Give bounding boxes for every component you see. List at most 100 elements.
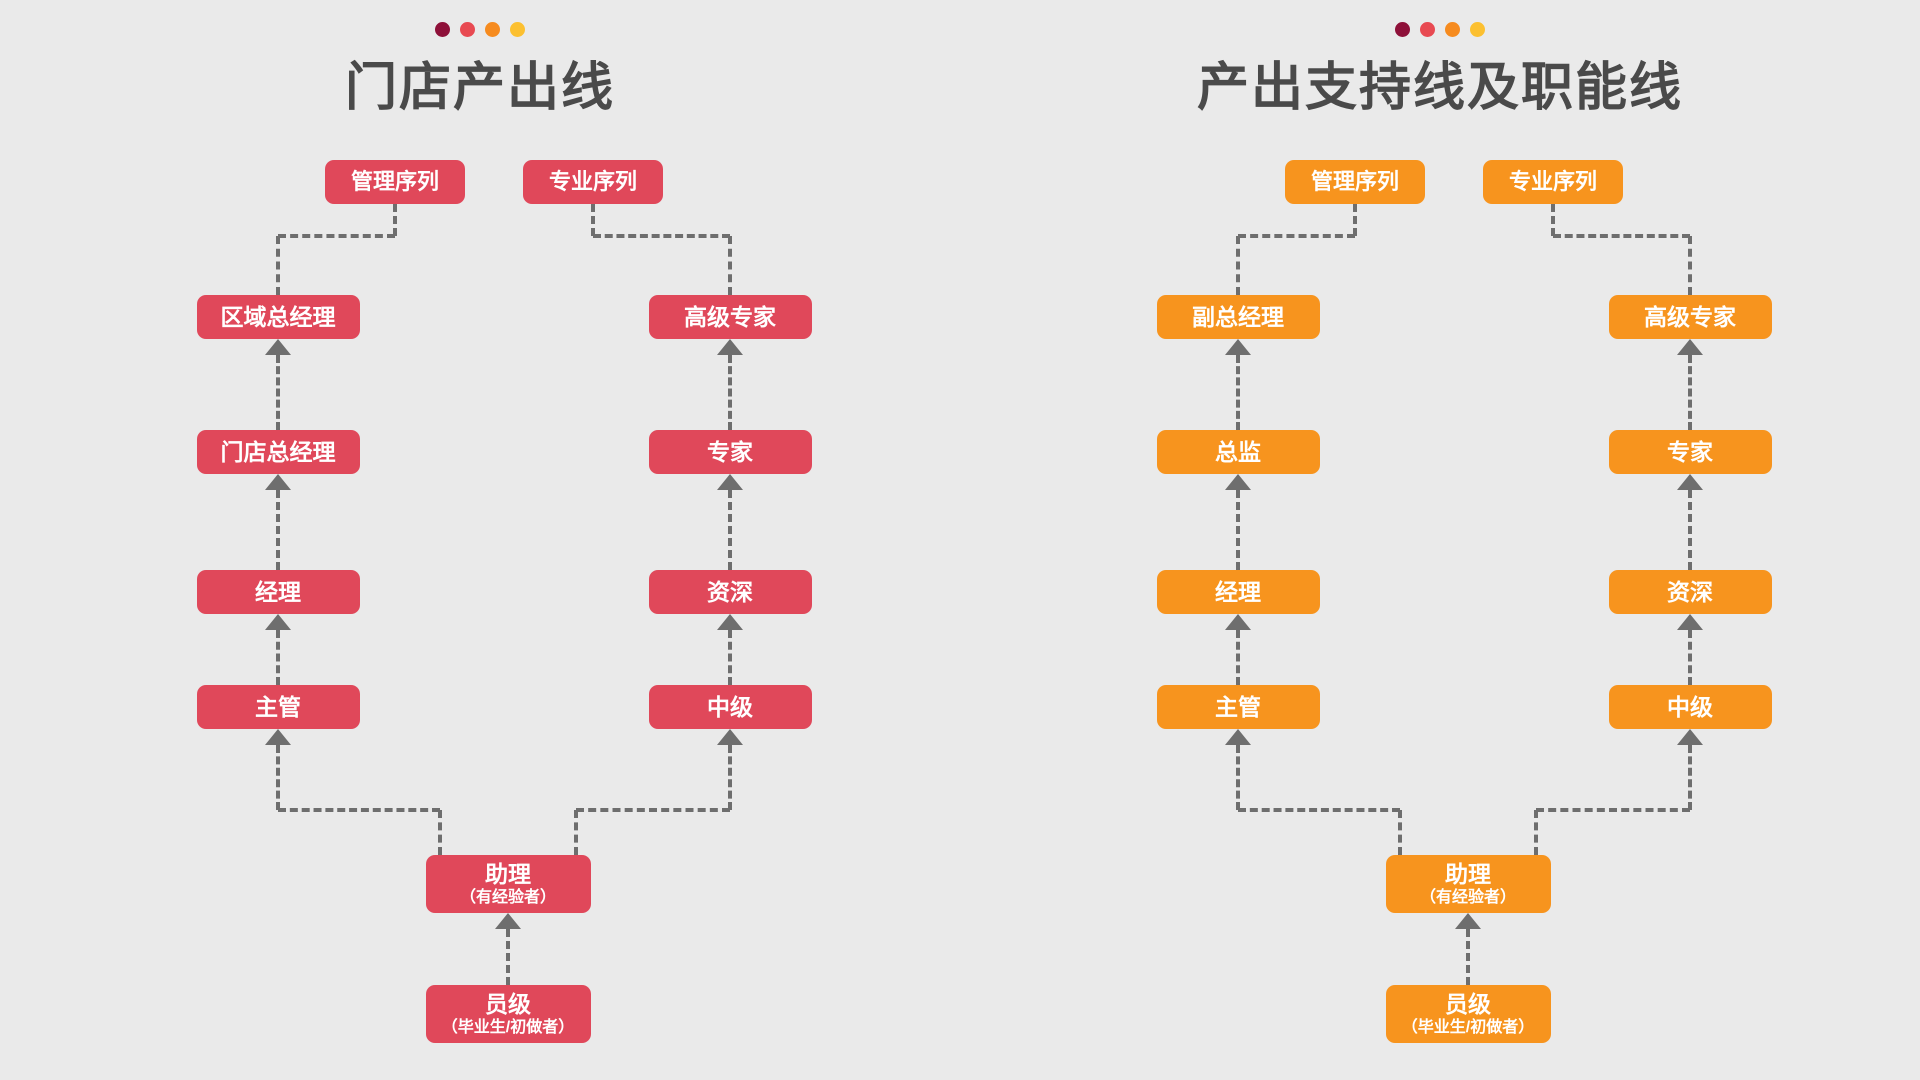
connector-professional-bottom-elbow [576, 808, 730, 812]
node-label: 资深 [1667, 578, 1713, 605]
header-box-professional-sequence[interactable]: 专业序列 [1483, 160, 1623, 204]
node-staff[interactable]: 员级（毕业生/初做者） [1385, 985, 1551, 1043]
connector-professional-1 [1688, 490, 1692, 570]
panel-title: 门店产出线 [344, 59, 615, 117]
node-management-level-4[interactable]: 区域总经理 [196, 295, 360, 339]
connector-management-2 [276, 630, 280, 685]
decorative-dot-4-icon [510, 22, 525, 37]
connector-arrowhead-professional-1 [717, 474, 743, 490]
node-label: 资深 [707, 578, 753, 605]
connector-professional-0 [728, 355, 732, 430]
header-box-professional-sequence[interactable]: 专业序列 [523, 160, 663, 204]
connector-staff-to-assistant [1466, 929, 1470, 985]
connector-management-bottom-elbow [1238, 808, 1400, 812]
connector-arrowhead-professional-2 [1677, 614, 1703, 630]
decorative-dot-2-icon [1420, 22, 1435, 37]
connector-arrowhead-management-bottom [265, 729, 291, 745]
node-professional-level-1[interactable]: 中级 [648, 685, 812, 729]
connector-arrowhead-professional-0 [717, 339, 743, 355]
connector-professional-2 [728, 630, 732, 685]
decorative-dot-3-icon [1445, 22, 1460, 37]
connector-management-header-drop [276, 236, 280, 295]
node-label: 专业序列 [548, 169, 637, 195]
node-label: 经理 [1215, 578, 1261, 605]
node-professional-level-4[interactable]: 高级专家 [1608, 295, 1772, 339]
decorative-dot-4-icon [1470, 22, 1485, 37]
node-assistant[interactable]: 助理（有经验者） [1385, 855, 1551, 913]
node-management-level-4[interactable]: 副总经理 [1156, 295, 1320, 339]
connector-arrowhead-professional-bottom [1677, 729, 1703, 745]
node-label: 主管 [1215, 693, 1261, 720]
connector-management-bottom-stem [276, 745, 280, 810]
connector-management-1 [1236, 490, 1240, 570]
node-label: 高级专家 [1644, 303, 1736, 330]
connector-management-bottom-drop [1398, 810, 1402, 855]
node-label: 专家 [707, 438, 753, 465]
connector-arrowhead-management-0 [1225, 339, 1251, 355]
header-box-management-sequence[interactable]: 管理序列 [325, 160, 465, 204]
node-assistant[interactable]: 助理 （有经验者） [425, 855, 591, 913]
connector-professional-1 [728, 490, 732, 570]
node-label: 中级 [1667, 693, 1713, 720]
connector-arrowhead-management-bottom [1225, 729, 1251, 745]
connector-arrowhead-management-2 [1225, 614, 1251, 630]
connector-management-bottom-drop [438, 810, 442, 855]
node-label: 管理序列 [1310, 169, 1399, 195]
node-management-level-3[interactable]: 门店总经理 [196, 430, 360, 474]
connector-professional-bottom-stem [728, 745, 732, 810]
connector-professional-2 [1688, 630, 1692, 685]
node-management-level-3[interactable]: 总监 [1156, 430, 1320, 474]
decorative-dot-1-icon [435, 22, 450, 37]
connector-arrowhead-professional-bottom [717, 729, 743, 745]
connector-professional-bottom-drop [1534, 810, 1538, 855]
decorative-dot-row [960, 22, 1920, 37]
connector-management-header-elbow [278, 234, 395, 238]
node-label: 管理序列 [350, 169, 439, 195]
decorative-dot-row [0, 22, 960, 37]
panel-title: 产出支持线及职能线 [1196, 59, 1683, 117]
node-label: 助理 [1445, 860, 1491, 887]
node-staff[interactable]: 员级（毕业生/初做者） [425, 985, 591, 1043]
node-management-level-2[interactable]: 经理 [196, 570, 360, 614]
connector-professional-bottom-stem [1688, 745, 1692, 810]
node-label: 中级 [707, 693, 753, 720]
node-management-level-1[interactable]: 主管 [196, 685, 360, 729]
connector-professional-header-elbow [1553, 234, 1690, 238]
connector-management-header-stem [1353, 204, 1357, 236]
node-professional-level-2[interactable]: 资深 [648, 570, 812, 614]
node-label: 专业序列 [1508, 169, 1597, 195]
connector-professional-header-stem [591, 204, 595, 236]
node-management-level-2[interactable]: 经理 [1156, 570, 1320, 614]
connector-management-header-elbow [1238, 234, 1355, 238]
node-sublabel: （有经验者） [459, 889, 556, 907]
connector-management-header-drop [1236, 236, 1240, 295]
career-ladder-panel-store-output: 门店产出线管理序列 专业序列区域总经理门店总经理经理主管 高级专家专家资深中级助理 （… [0, 22, 960, 1043]
connector-management-header-stem [393, 204, 397, 236]
node-professional-level-3[interactable]: 专家 [1608, 430, 1772, 474]
connector-management-0 [276, 355, 280, 430]
header-box-management-sequence[interactable]: 管理序列 [1285, 160, 1425, 204]
connector-professional-bottom-drop [574, 810, 578, 855]
node-label: 区域总经理 [220, 303, 336, 330]
connector-arrowhead-management-2 [265, 614, 291, 630]
node-professional-level-1[interactable]: 中级 [1608, 685, 1772, 729]
node-label: 员级 [485, 990, 531, 1017]
connector-arrowhead-staff-to-assistant [1455, 913, 1481, 929]
connector-professional-header-drop [1688, 236, 1692, 295]
connector-management-0 [1236, 355, 1240, 430]
node-professional-level-4[interactable]: 高级专家 [648, 295, 812, 339]
node-label: 门店总经理 [220, 438, 336, 465]
connector-arrowhead-professional-2 [717, 614, 743, 630]
node-professional-level-3[interactable]: 专家 [648, 430, 812, 474]
connector-arrowhead-staff-to-assistant [495, 913, 521, 929]
connector-management-bottom-elbow [278, 808, 440, 812]
node-management-level-1[interactable]: 主管 [1156, 685, 1320, 729]
connector-arrowhead-management-1 [265, 474, 291, 490]
connector-management-1 [276, 490, 280, 570]
connector-management-bottom-stem [1236, 745, 1240, 810]
node-label: 经理 [255, 578, 301, 605]
node-professional-level-2[interactable]: 资深 [1608, 570, 1772, 614]
career-ladder-panel-support-function: 产出支持线及职能线管理序列 专业序列副总经理总监经理主管 高级专家专家资深中级助理（… [960, 0, 1920, 1080]
node-label: 专家 [1667, 438, 1713, 465]
node-label: 助理 [485, 860, 531, 887]
